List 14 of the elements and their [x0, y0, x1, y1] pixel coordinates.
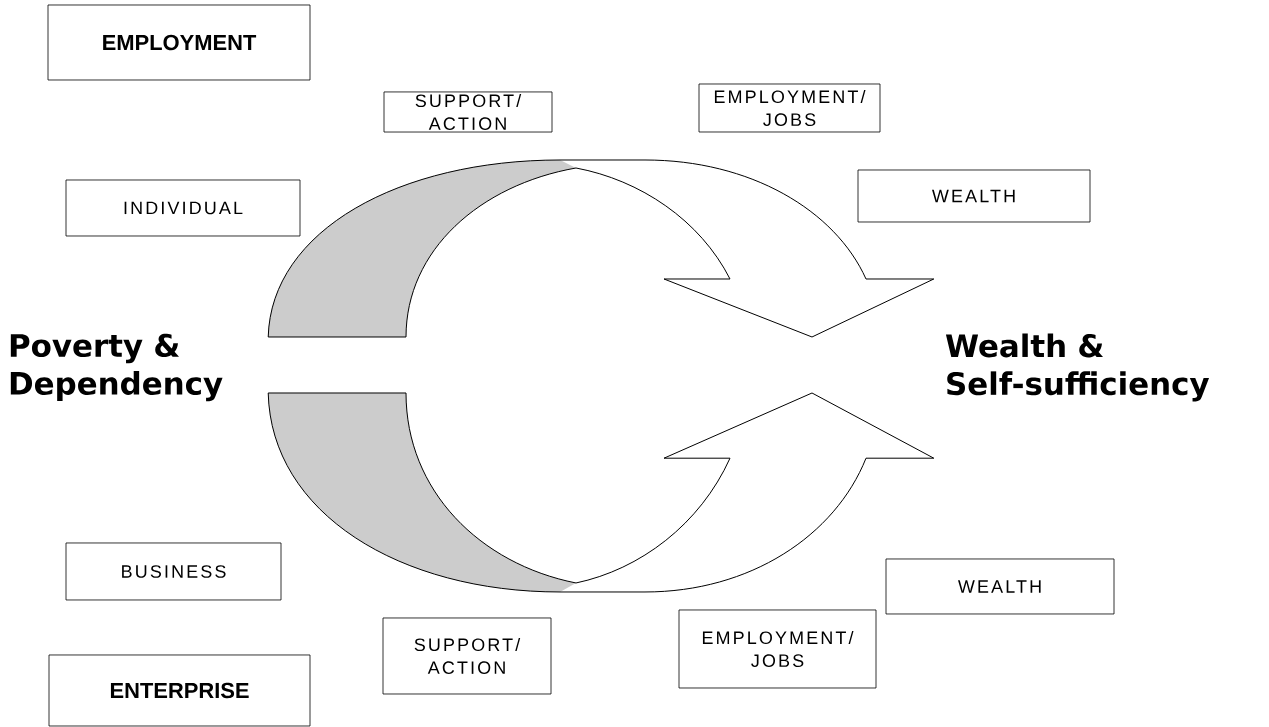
label-box: ENTERPRISE	[48, 654, 311, 727]
curved-block-arrow	[267, 159, 935, 338]
label-box: WEALTH	[885, 558, 1115, 615]
curved-block-arrow	[267, 392, 935, 593]
heading-text: Wealth & Self-sufficiency	[945, 333, 1210, 402]
label-box: EMPLOYMENT/ JOBS	[678, 609, 877, 689]
heading-text: Poverty & Dependency	[10, 333, 223, 402]
label-box: BUSINESS	[65, 542, 282, 601]
label-box: EMPLOYMENT/ JOBS	[698, 83, 881, 133]
label-box: EMPLOYMENT	[47, 4, 311, 81]
label-box: WEALTH	[857, 169, 1091, 223]
label-box: INDIVIDUAL	[65, 179, 301, 237]
label-box: SUPPORT/ ACTION	[382, 617, 552, 695]
label-box: SUPPORT/ ACTION	[383, 91, 553, 133]
